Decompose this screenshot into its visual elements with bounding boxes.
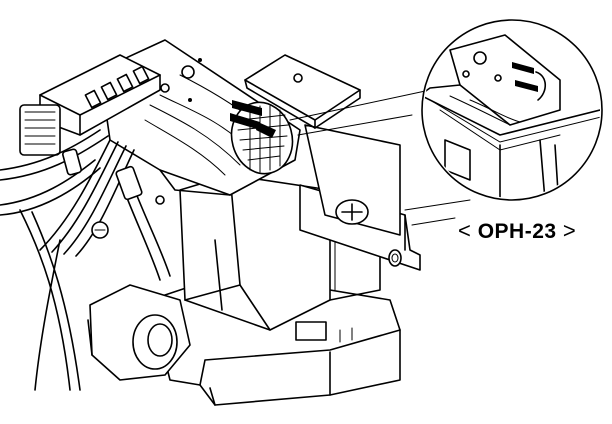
sensor-highlight-circle [230, 100, 294, 175]
label-open-bracket: < [458, 218, 472, 243]
model-number: OPH-23 [477, 220, 557, 243]
screw-head [335, 199, 369, 225]
mounting-lug [87, 284, 191, 381]
wire-harness [0, 129, 171, 391]
coil [19, 104, 61, 156]
top-cover-plate [244, 54, 361, 129]
model-label: < OPH-23 > [458, 218, 576, 244]
side-screw [91, 195, 165, 239]
bracket-plate [299, 124, 421, 271]
leader-lines [404, 199, 471, 226]
label-close-bracket: > [562, 218, 577, 243]
callout-lines [289, 89, 431, 136]
magnified-detail [421, 19, 603, 201]
connector-block [39, 54, 161, 136]
